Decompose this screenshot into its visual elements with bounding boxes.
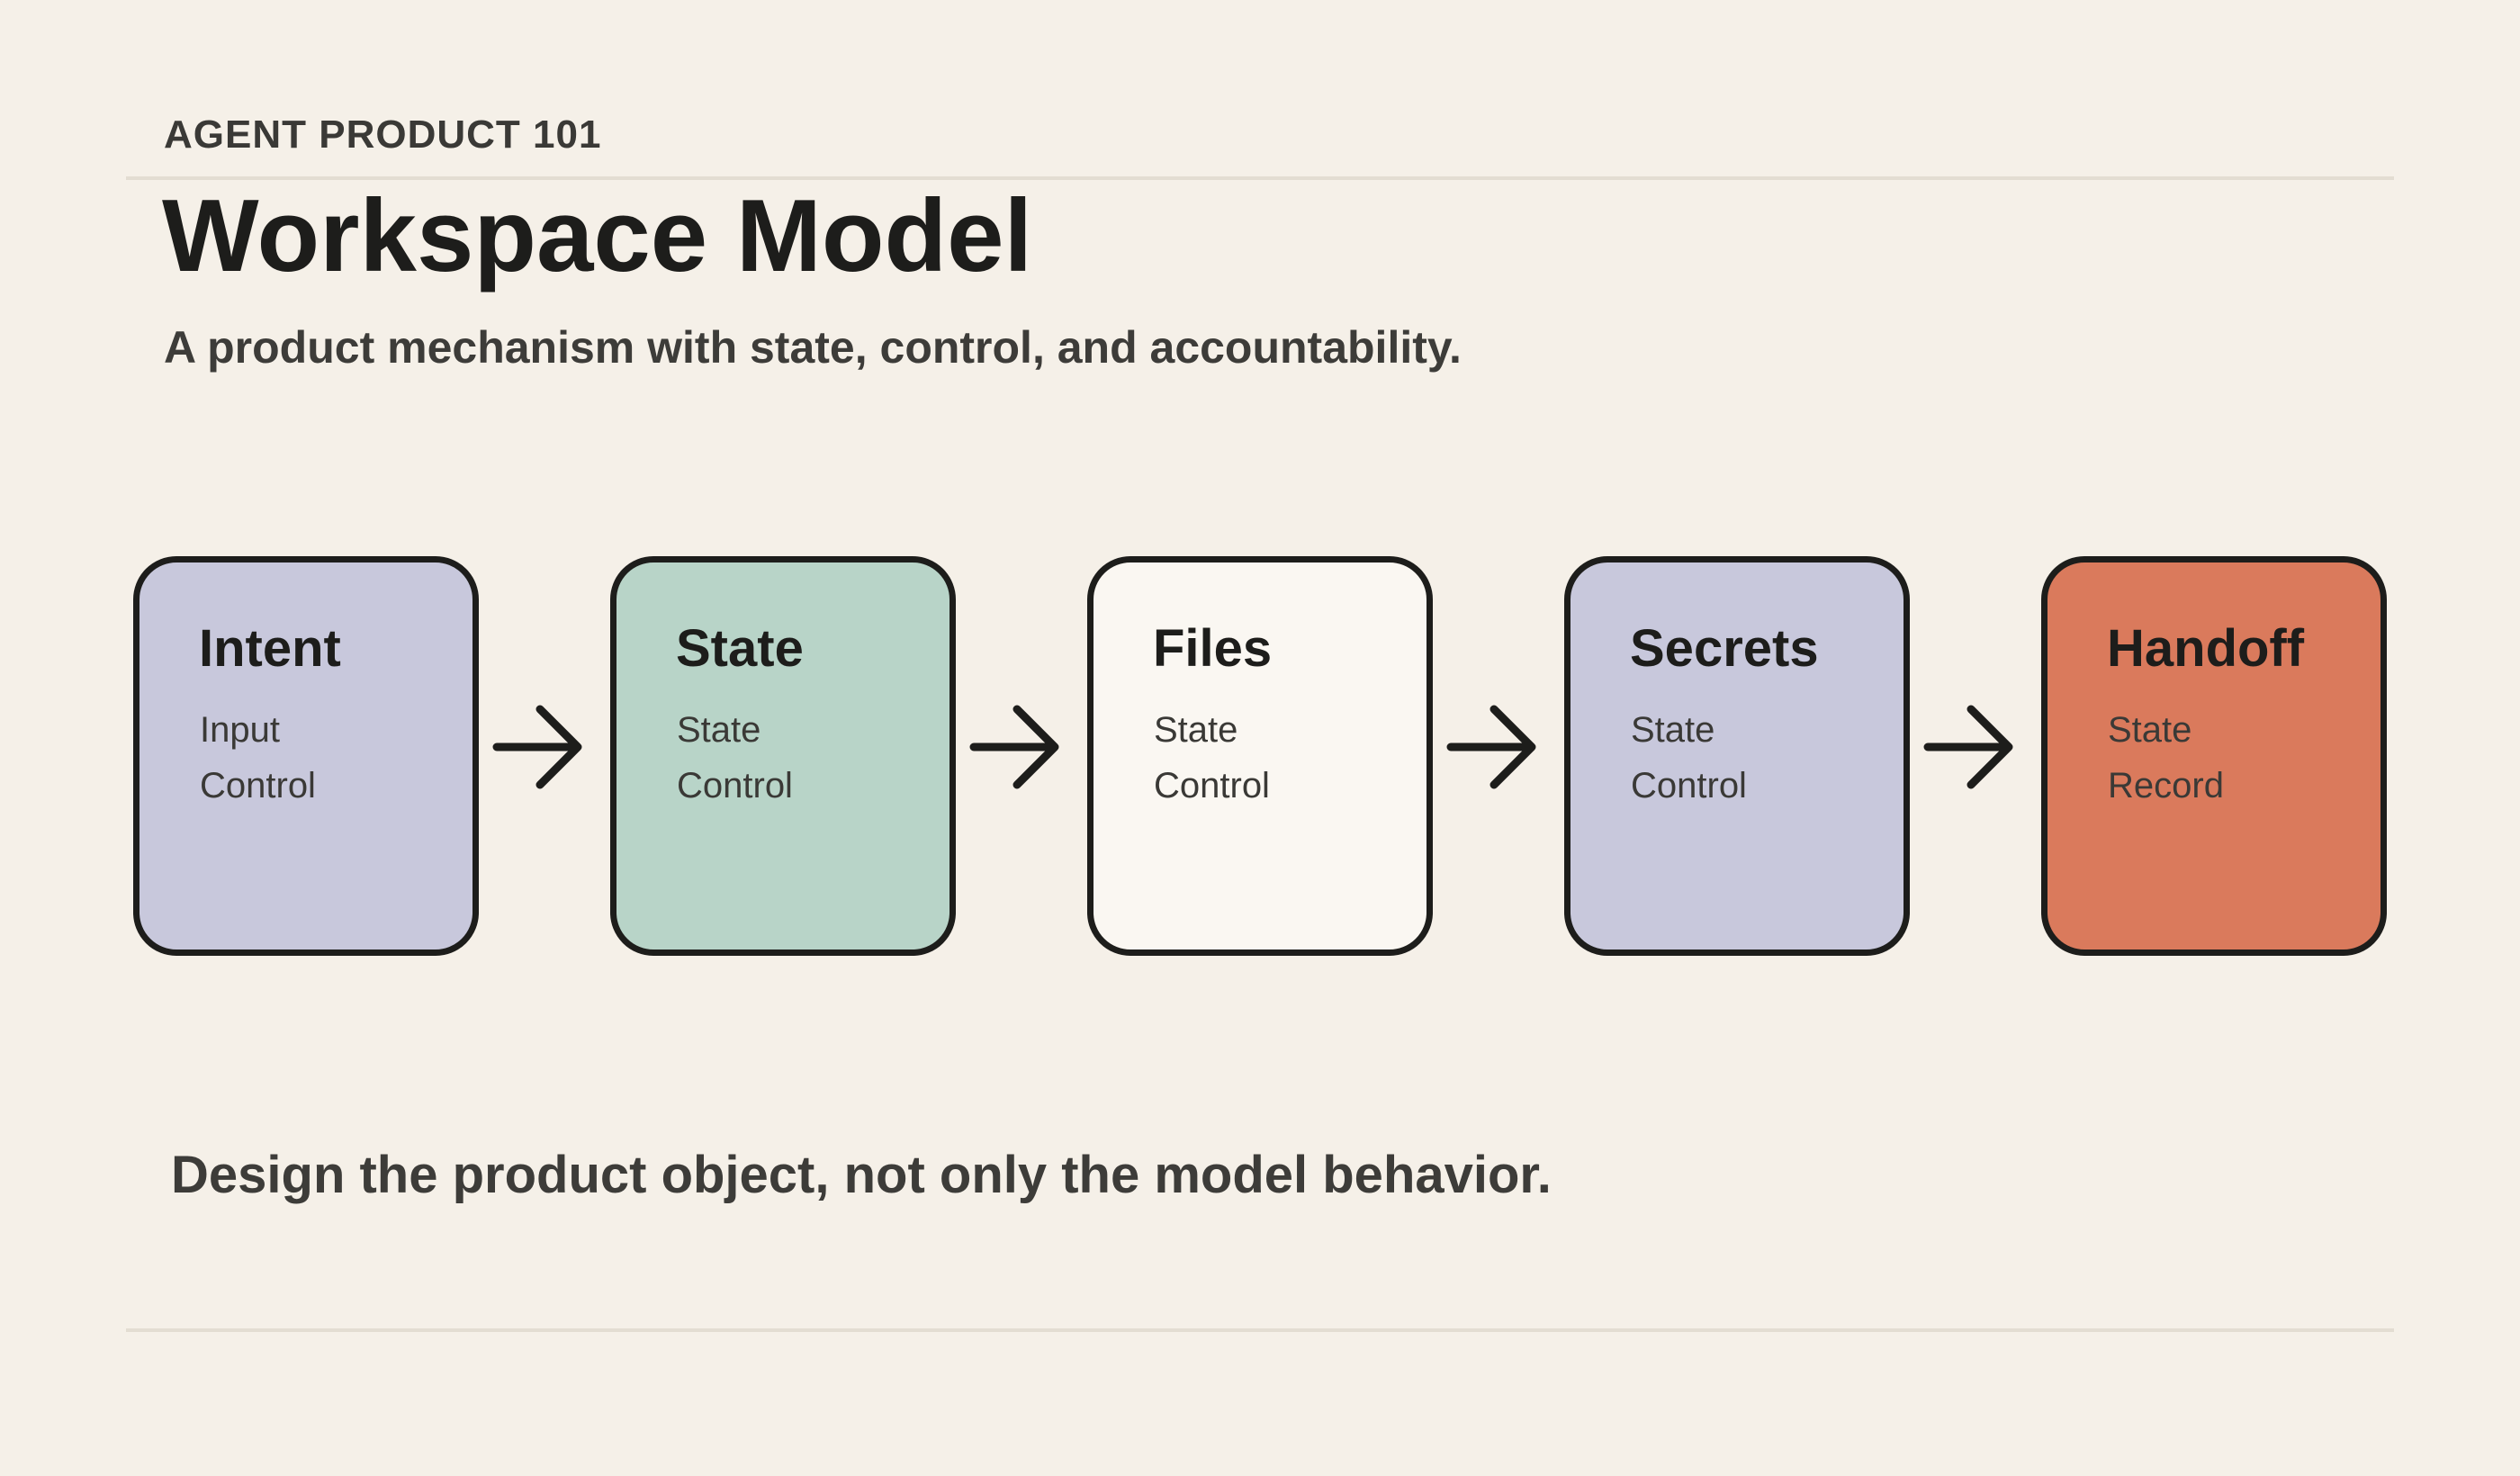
flow-card-title: Intent (199, 619, 341, 678)
flow-card-line: Control (1154, 766, 1270, 806)
flow-card-line: State (2108, 710, 2192, 750)
arrow-right-icon (969, 705, 1059, 789)
arrow-right-icon (1446, 705, 1536, 789)
page-subtitle: A product mechanism with state, control,… (164, 322, 1462, 373)
flow-card-line: State (1154, 710, 1238, 750)
flow-card-line: Control (200, 766, 316, 806)
header-divider (126, 176, 2394, 180)
footer-note: Design the product object, not only the … (171, 1146, 1552, 1204)
flow-card-title: Secrets (1630, 619, 1819, 678)
eyebrow-label: AGENT PRODUCT 101 (164, 112, 602, 157)
flow-card-line: Control (1631, 766, 1747, 806)
flow-card-line: Input (200, 710, 280, 750)
flow-card-line: Record (2108, 766, 2224, 806)
flow-card-title: State (676, 619, 804, 678)
footer-divider (126, 1328, 2394, 1332)
flow-card-line: Control (677, 766, 793, 806)
flow-card-line: State (1631, 710, 1715, 750)
arrow-right-icon (1923, 705, 2013, 789)
arrow-right-icon (492, 705, 582, 789)
page-title: Workspace Model (162, 179, 1033, 293)
flow-card-line: State (677, 710, 761, 750)
flow-card-title: Files (1153, 619, 1273, 678)
flow-card-title: Handoff (2107, 619, 2305, 678)
